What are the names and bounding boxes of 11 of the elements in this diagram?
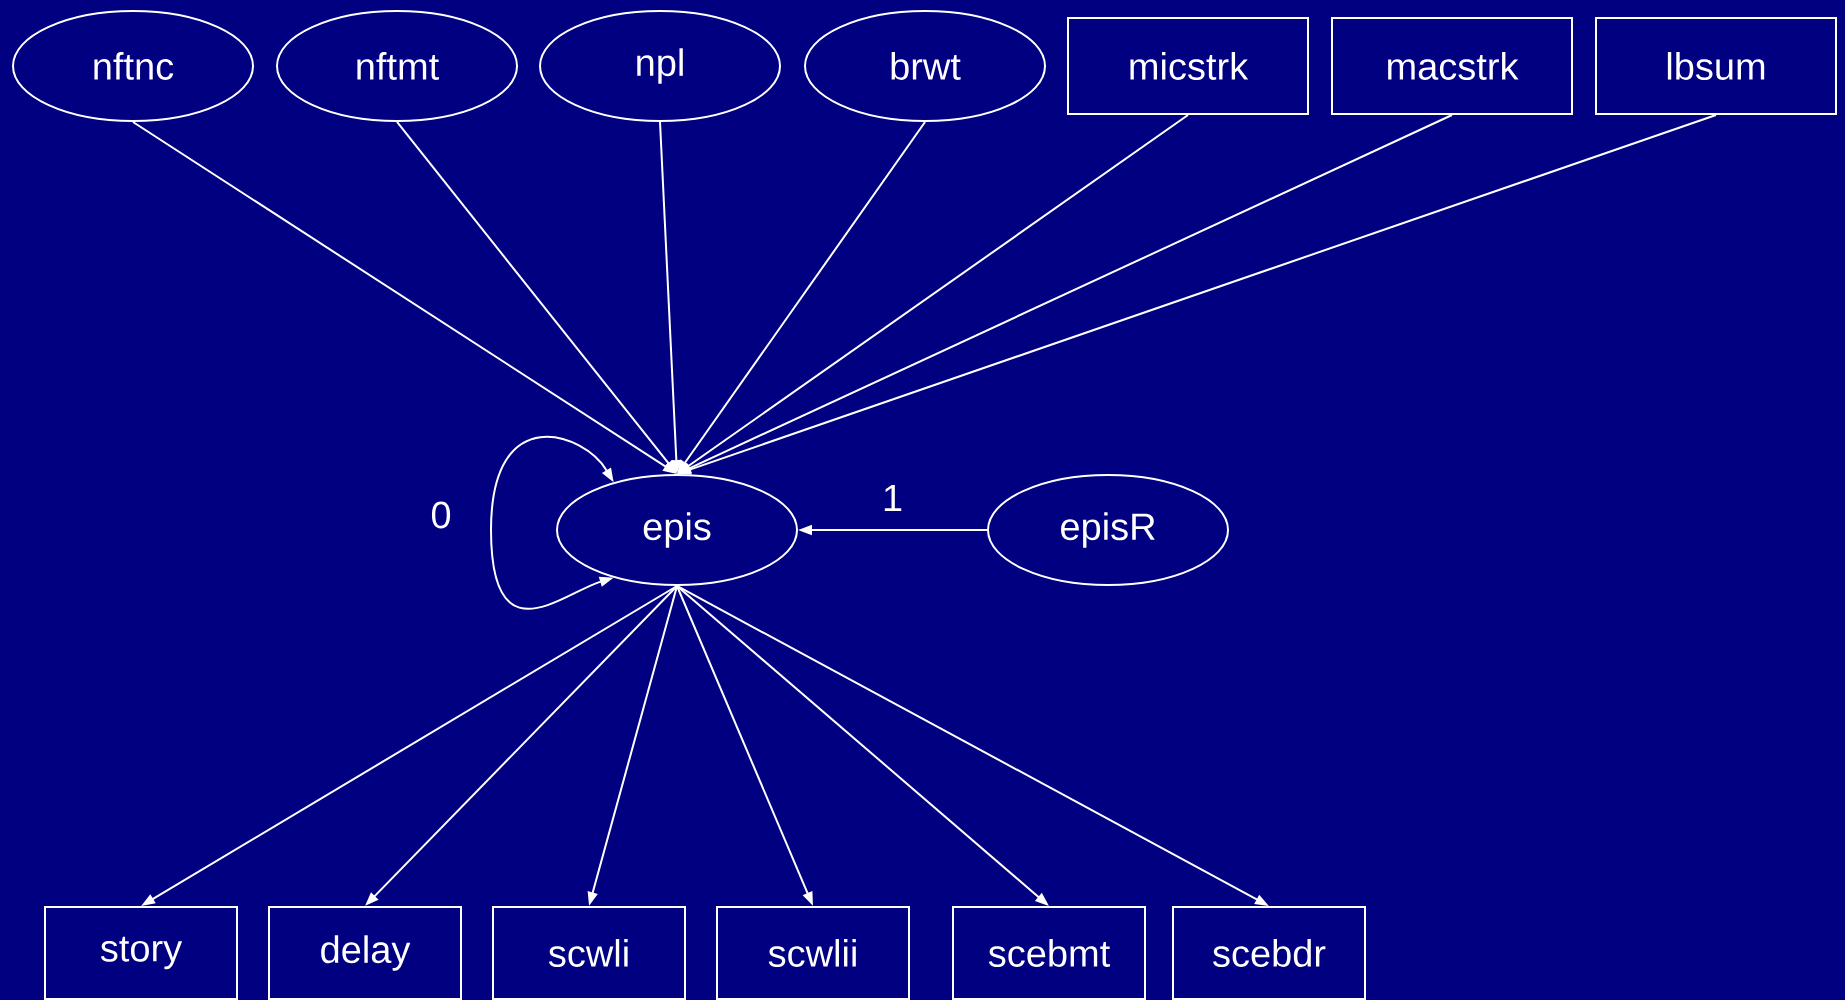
edge-label: 0 bbox=[428, 499, 454, 531]
variable-box: scwlii bbox=[716, 906, 910, 1000]
variable-box: micstrk bbox=[1067, 17, 1309, 115]
arrow bbox=[490, 436, 614, 610]
variable-box: delay bbox=[268, 906, 462, 1000]
variable-box: lbsum bbox=[1595, 17, 1837, 115]
variable-box: scwli bbox=[492, 906, 686, 1000]
variable-box: scebmt bbox=[952, 906, 1146, 1000]
variable-box: scebdr bbox=[1172, 906, 1366, 1000]
variable-box: macstrk bbox=[1331, 17, 1573, 115]
variable-box: story bbox=[44, 906, 238, 1000]
